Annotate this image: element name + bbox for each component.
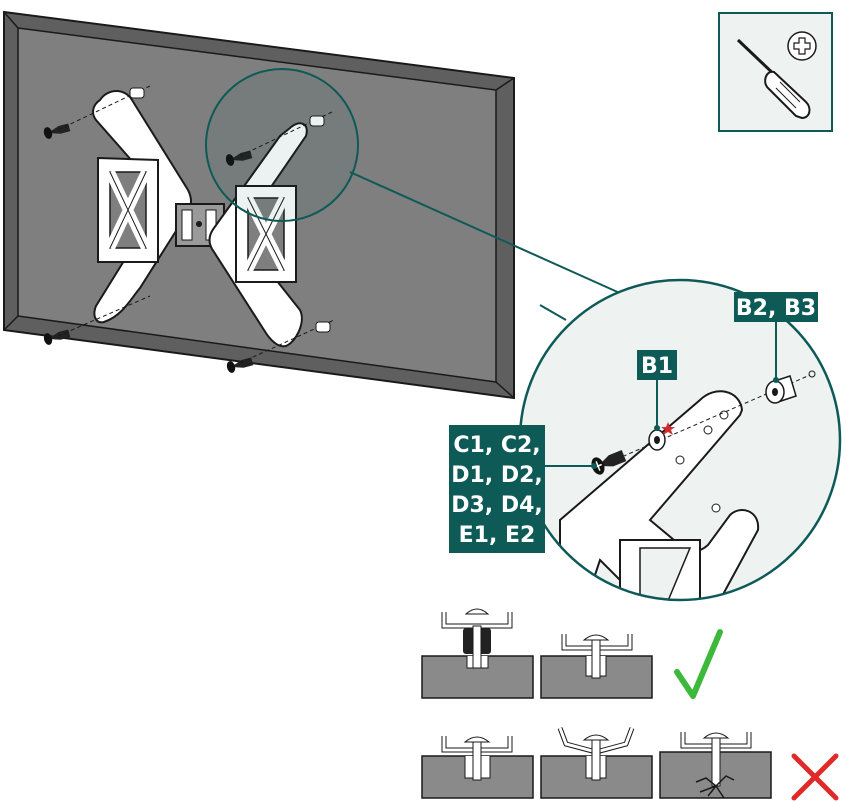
leader-lines: [545, 322, 779, 469]
left-bracket: [92, 90, 192, 324]
detail-spacer: [765, 375, 797, 404]
label-b2-b3: B2, B3: [734, 292, 818, 322]
zoom-detail: [518, 278, 842, 602]
phillips-head-symbol: [787, 31, 817, 61]
detail-washer: [648, 429, 666, 451]
spacer-top-left: [129, 87, 145, 99]
label-screws-line-1: C1, C2,: [453, 433, 540, 458]
example-cracked-incorrect: [659, 732, 772, 799]
label-screws-line-3: D3, D4,: [451, 493, 543, 518]
example-bent-incorrect: [540, 727, 653, 799]
tv-screws: [42, 85, 335, 374]
correct-examples: [421, 608, 723, 699]
label-b1: B1: [637, 350, 677, 380]
checkmark-icon: [674, 629, 723, 699]
label-b1-text: B1: [641, 354, 673, 379]
example-spacer-correct: [421, 608, 534, 699]
label-screws-line-4: E1, E2: [459, 523, 536, 548]
zoom-indicator: [205, 68, 623, 321]
cross-icon: [791, 753, 839, 801]
label-b2-b3-text: B2, B3: [736, 296, 816, 321]
spacer-bottom-right: [315, 321, 331, 333]
star-marker: [661, 422, 675, 435]
incorrect-examples: [421, 727, 839, 801]
right-bracket: [208, 122, 308, 348]
label-screws-line-2: D1, D2,: [451, 463, 543, 488]
example-gap-incorrect: [421, 736, 534, 799]
spacer-top-right: [309, 115, 325, 127]
phillips-screwdriver-icon: [736, 38, 811, 120]
tool-box: [718, 12, 833, 132]
example-flush-correct: [540, 634, 653, 699]
label-screws: C1, C2, D1, D2, D3, D4, E1, E2: [449, 425, 545, 553]
